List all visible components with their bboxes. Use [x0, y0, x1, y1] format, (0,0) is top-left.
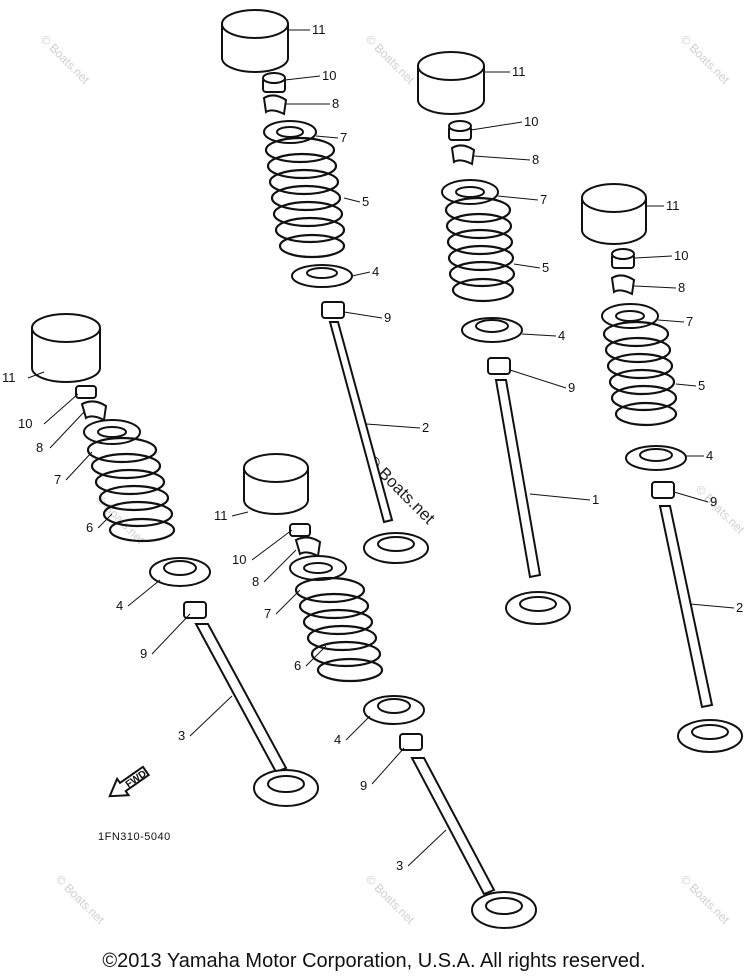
callout-4: 4 [706, 448, 713, 463]
callout-10: 10 [322, 68, 336, 83]
valve-spring [444, 196, 516, 303]
callout-11: 11 [2, 370, 16, 385]
watermark: © Boats.net [678, 872, 733, 927]
callout-5: 5 [698, 378, 705, 393]
watermark: © Boats.net [678, 32, 733, 87]
valve-spring [602, 320, 678, 427]
valve-assembly-b [417, 51, 571, 625]
valve-spring [86, 436, 176, 543]
callout-5: 5 [542, 260, 549, 275]
valve-assembly-d [31, 313, 319, 807]
callout-10: 10 [674, 248, 688, 263]
callout-2: 2 [422, 420, 429, 435]
watermark: © Boats.net [363, 32, 418, 87]
callout-4: 4 [558, 328, 565, 343]
watermark: © Boats.net [363, 872, 418, 927]
watermark: © Boats.net [38, 32, 93, 87]
callout-9: 9 [140, 646, 147, 661]
callout-7: 7 [54, 472, 61, 487]
callout-3: 3 [396, 858, 403, 873]
callout-11: 11 [312, 22, 326, 37]
callout-11: 11 [666, 198, 680, 213]
callout-10: 10 [18, 416, 32, 431]
valve-assembly-a [221, 9, 429, 564]
valve-assembly-e [243, 453, 537, 929]
callout-7: 7 [540, 192, 547, 207]
valve-assembly-c [581, 183, 743, 753]
callout-4: 4 [334, 732, 341, 747]
callout-9: 9 [360, 778, 367, 793]
callout-1: 1 [592, 492, 599, 507]
part-number: 1FN310-5040 [98, 831, 171, 843]
valve-spring [294, 576, 384, 683]
callout-8: 8 [678, 280, 685, 295]
callout-11: 11 [512, 64, 526, 79]
callout-9: 9 [568, 380, 575, 395]
callout-leaders [27, 29, 735, 867]
callout-6: 6 [294, 658, 301, 673]
callout-11: 11 [214, 508, 228, 523]
fwd-arrow-icon: FWD [108, 765, 151, 798]
callout-9: 9 [710, 494, 717, 509]
callout-4: 4 [372, 264, 379, 279]
watermark: © Boats.net [53, 872, 108, 927]
callout-7: 7 [340, 130, 347, 145]
copyright-notice: ©2013 Yamaha Motor Corporation, U.S.A. A… [102, 950, 646, 972]
callout-8: 8 [532, 152, 539, 167]
callout-8: 8 [36, 440, 43, 455]
callout-8: 8 [332, 96, 339, 111]
callout-3: 3 [178, 728, 185, 743]
callout-4: 4 [116, 598, 123, 613]
watermark: © Boats.net [693, 482, 748, 537]
callout-9: 9 [384, 310, 391, 325]
callout-5: 5 [362, 194, 369, 209]
callout-numbers: 11 10 8 7 5 4 9 2 11 10 8 7 5 4 9 1 11 1… [2, 22, 743, 873]
callout-6: 6 [86, 520, 93, 535]
callout-2: 2 [736, 600, 743, 615]
callout-7: 7 [686, 314, 693, 329]
callout-10: 10 [524, 114, 538, 129]
callout-8: 8 [252, 574, 259, 589]
valve-spring [264, 136, 346, 259]
callout-10: 10 [232, 552, 246, 567]
callout-7: 7 [264, 606, 271, 621]
